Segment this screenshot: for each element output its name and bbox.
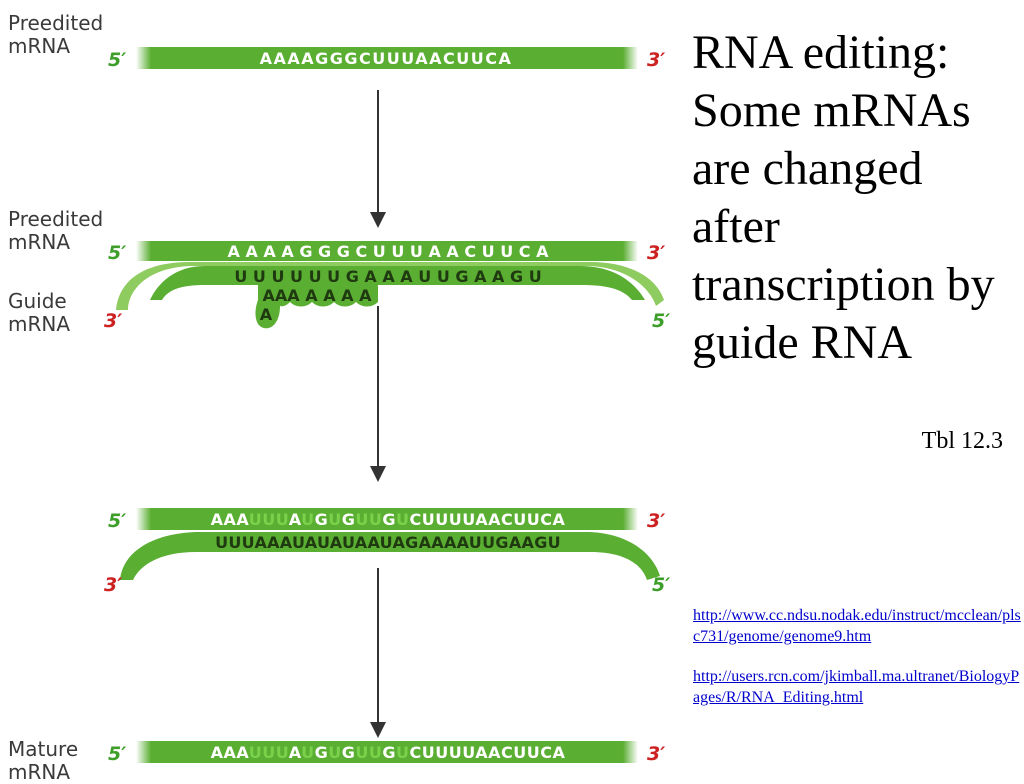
inserted-u-segment: U	[396, 743, 410, 762]
mature-strand	[136, 741, 638, 763]
original-segment: G	[315, 510, 329, 529]
five-prime-label: 5′	[108, 743, 126, 765]
edited-strand-3	[136, 508, 638, 530]
guide-strand-3	[120, 532, 660, 580]
mature-sequence: AAAUUUAUGUGUUGUCUUUUAACUUCA	[211, 743, 566, 762]
three-prime-label: 3′	[104, 574, 122, 596]
five-prime-label: 5′	[652, 574, 670, 596]
arrow-3-head	[370, 722, 386, 738]
three-prime-label: 3′	[647, 743, 665, 765]
arrow-1-head	[370, 212, 386, 228]
guide-upper-sequence: U U U U U U G A A A U U G A A G U	[234, 267, 541, 286]
table-reference: Tbl 12.3	[921, 428, 1003, 454]
label-preedited-mrna-2: Preedited mRNA	[8, 207, 104, 254]
reference-link-1[interactable]: http://www.cc.ndsu.nodak.edu/instruct/mc…	[693, 607, 1021, 645]
inserted-u-segment: U	[396, 510, 410, 529]
original-segment: C	[410, 743, 422, 762]
original-segment: UUUUAACUUCA	[422, 510, 566, 529]
edited-sequence-3: AAAUUUAUGUGUUGUCUUUUAACUUCA	[211, 510, 566, 529]
original-segment: C	[410, 510, 422, 529]
original-segment: G	[342, 743, 356, 762]
preedited-strand-2	[136, 241, 638, 261]
five-prime-label: 5′	[652, 310, 670, 332]
label-preedited-mrna-1: Preedited mRNA	[8, 11, 104, 58]
preedited-sequence-1: AAAAGGGCUUUAACUUCA	[260, 49, 513, 68]
three-prime-label: 3′	[647, 49, 665, 71]
three-prime-label: 3′	[647, 510, 665, 532]
label-guide-mrna: Guide mRNA	[8, 289, 71, 336]
arrow-2-head	[370, 466, 386, 482]
slide-title: RNA editing: Some mRNAs are changed afte…	[692, 26, 995, 369]
rna-editing-diagram: AAAAGGGCUUUAACUUCA 5′ 3′ A A A A G G G C…	[104, 47, 670, 765]
original-segment: A	[289, 743, 302, 762]
inserted-u-segment: UU	[355, 510, 382, 529]
inserted-u-segment: UUU	[249, 743, 289, 762]
preedited-sequence-2: A A A A G G G C U U U A A C U U C A	[228, 242, 550, 261]
reference-link-2[interactable]: http://users.rcn.com/jkimball.ma.ultrane…	[693, 668, 1020, 706]
guide-full-sequence: UUUAAAUAUAUAAUAGAAAAUUGAAGU	[215, 533, 561, 552]
three-prime-label: 3′	[647, 242, 665, 264]
preedited-strand-1	[136, 47, 638, 69]
inserted-u-segment: UUU	[249, 510, 289, 529]
guide-loop-sequence: AAA A A A A	[263, 286, 373, 305]
label-mature-mrna: Mature mRNA	[8, 737, 79, 784]
guide-strand-2	[116, 262, 664, 310]
inserted-u-segment: U	[301, 743, 315, 762]
original-segment: G	[342, 510, 356, 529]
inserted-u-segment: U	[328, 510, 342, 529]
original-segment: G	[315, 743, 329, 762]
five-prime-label: 5′	[108, 49, 126, 71]
five-prime-label: 5′	[108, 510, 126, 532]
inserted-u-segment: U	[328, 743, 342, 762]
original-segment: G	[382, 743, 396, 762]
original-segment: AAA	[211, 510, 250, 529]
original-segment: UUUUAACUUCA	[422, 743, 566, 762]
original-segment: A	[289, 510, 302, 529]
inserted-u-segment: UU	[355, 743, 382, 762]
original-segment: AAA	[211, 743, 250, 762]
five-prime-label: 5′	[108, 242, 126, 264]
three-prime-label: 3′	[104, 310, 122, 332]
inserted-u-segment: U	[301, 510, 315, 529]
guide-band-2	[150, 266, 645, 300]
original-segment: G	[382, 510, 396, 529]
guide-loop	[255, 285, 378, 329]
guide-loop-tail: A	[260, 305, 273, 324]
